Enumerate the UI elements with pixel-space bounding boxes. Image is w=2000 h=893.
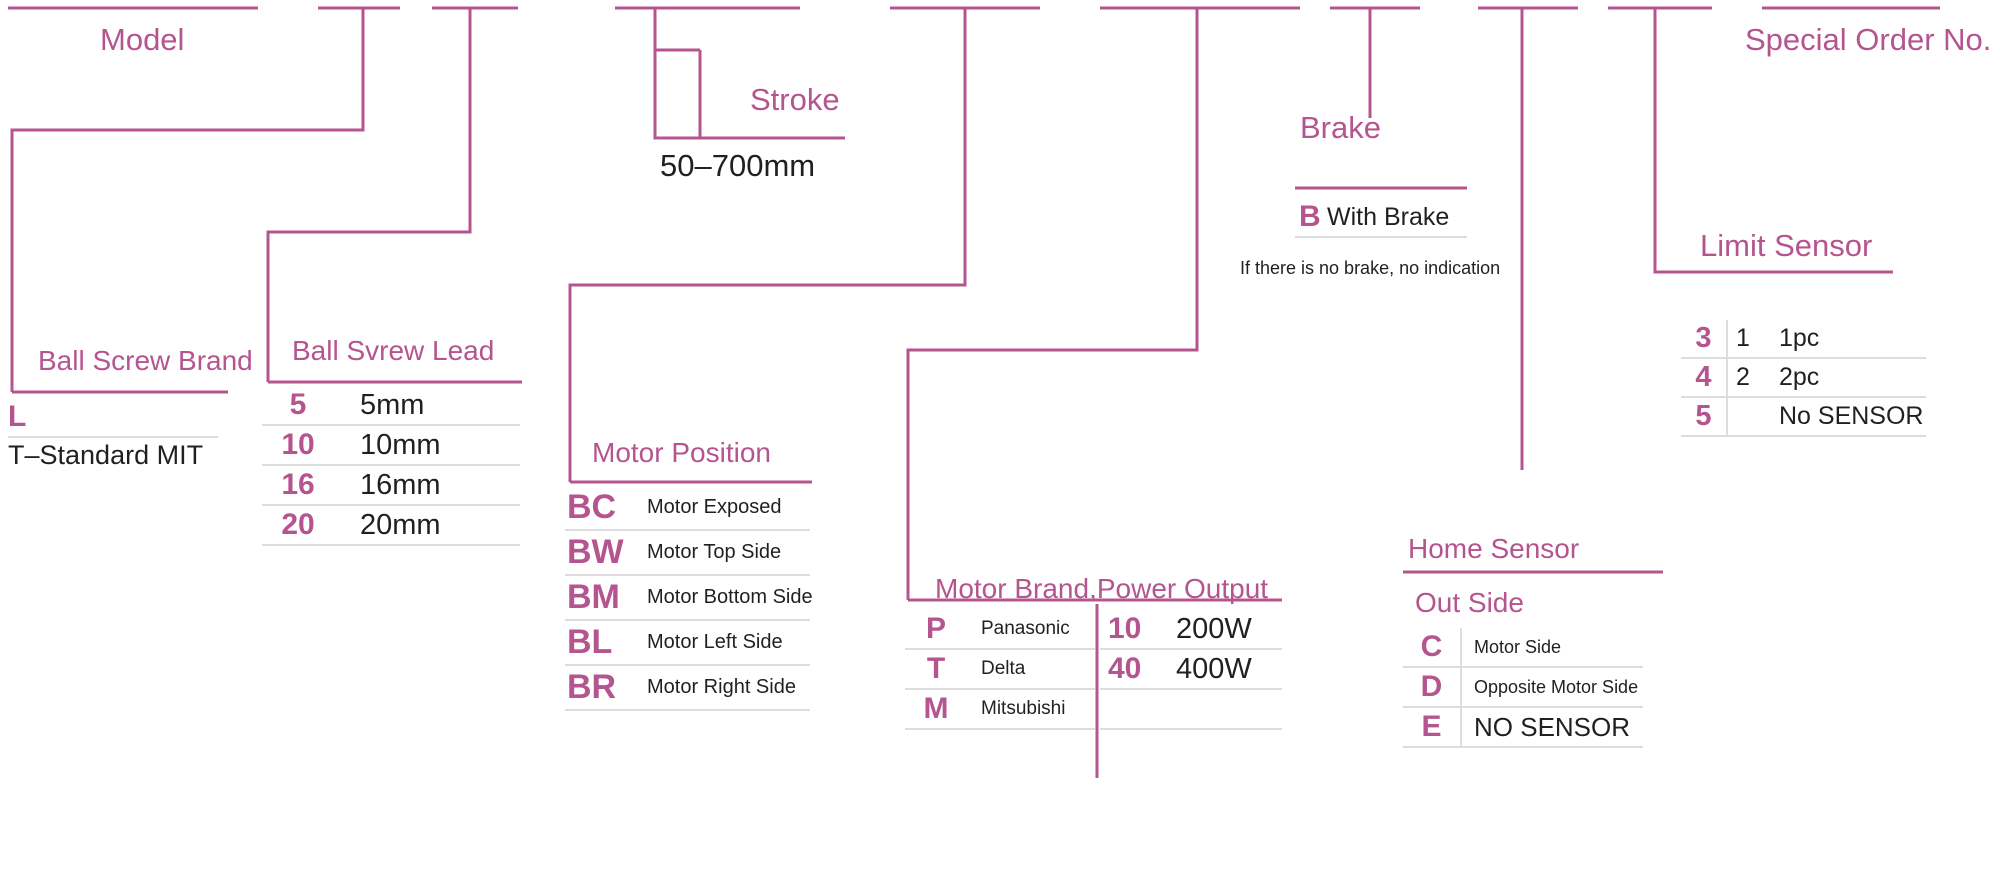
table-row[interactable]: P Panasonic [905,610,1095,650]
table-row[interactable]: T–Standard MIT [8,437,218,473]
cell-desc: Motor Exposed [643,486,810,531]
table-row[interactable]: B With Brake [1295,198,1467,238]
cell-desc: 20mm [334,505,520,546]
heading-limit-sensor: Limit Sensor [1700,228,1873,263]
table-row[interactable]: 10 10mm [262,425,520,466]
table-row[interactable]: T Delta [905,649,1095,690]
table-row[interactable]: L [8,398,218,438]
cell-desc: Motor Right Side [643,665,810,711]
cell-code: 20 [262,505,334,546]
table-row[interactable]: BR Motor Right Side [565,665,810,711]
table-row[interactable]: 4 2 2pc [1681,358,1926,398]
cell-desc: Motor Left Side [643,620,810,666]
cell-code: BL [565,620,643,666]
table-row[interactable]: D Opposite Motor Side [1403,667,1643,708]
table-row[interactable]: BC Motor Exposed [565,486,810,531]
cell-code: 40 [1100,649,1168,690]
cell-code: E [1403,707,1462,748]
heading-home-sensor: Home Sensor [1408,533,1580,564]
cell-desc: Motor Bottom Side [643,575,813,621]
heading-model: Model [100,22,185,57]
cell-qty: 2 [1727,358,1775,398]
cell-code: 5 [1681,397,1728,437]
cell-code: BC [565,486,643,531]
table-row[interactable]: C Motor Side [1403,628,1643,668]
heading-ball-screw-brand: Ball Screw Brand [38,345,253,376]
cell-desc: Mitsubishi [967,689,1095,730]
stroke-value: 50–700mm [660,148,816,183]
cell-code: 3 [1681,320,1728,359]
table-motor-position: BC Motor Exposed BW Motor Top Side BM Mo… [565,486,813,711]
brake-note: If there is no brake, no indication [1240,258,1501,278]
cell-desc: Motor Top Side [643,530,810,576]
cell-code: 5 [262,386,334,426]
cell-code: BR [565,665,643,711]
table-row[interactable]: 10 200W [1100,610,1282,650]
heading-motor-position: Motor Position [592,437,771,468]
table-power-output: 10 200W 40 400W [1100,610,1282,730]
cell-desc: 1pc [1775,320,1926,359]
cell-code: 16 [262,465,334,506]
table-row[interactable]: M Mitsubishi [905,689,1095,730]
cell-desc: 16mm [334,465,520,506]
table-limit-sensor: 3 1 1pc 4 2 2pc 5 No SENSOR [1681,320,1926,437]
table-motor-brand: P Panasonic T Delta M Mitsubishi [905,610,1095,730]
cell-code: 4 [1681,358,1728,398]
cell-code: C [1403,628,1462,668]
cell-desc: 400W [1168,649,1282,690]
cell-desc: No SENSOR [1775,397,1926,437]
heading-stroke: Stroke [750,82,840,117]
cell-desc: Panasonic [967,610,1095,650]
cell-desc: 200W [1168,610,1282,650]
table-row[interactable]: 20 20mm [262,505,520,546]
table-row[interactable]: 16 16mm [262,465,520,506]
table-ball-screw-lead: 5 5mm 10 10mm 16 16mm 20 20mm [262,386,520,546]
table-ball-screw-brand: L T–Standard MIT [8,398,218,473]
table-row[interactable] [1100,689,1282,730]
cell-code: L [8,398,218,438]
cell-code: 10 [262,425,334,466]
cell-qty [1727,397,1775,437]
table-row[interactable]: 5 5mm [262,386,520,426]
cell-desc: Opposite Motor Side [1461,667,1643,708]
table-row[interactable]: 3 1 1pc [1681,320,1926,359]
cell-code: BM [565,575,643,621]
cell-desc: 5mm [334,386,520,426]
table-row[interactable]: BW Motor Top Side [565,530,810,576]
cell-desc: T–Standard MIT [8,440,204,470]
cell-desc: Motor Side [1461,628,1643,668]
heading-ball-screw-lead: Ball Svrew Lead [292,335,495,366]
cell-desc: Delta [967,649,1095,690]
table-row[interactable]: E NO SENSOR [1403,707,1643,748]
table-row[interactable]: 40 400W [1100,649,1282,690]
heading-brake: Brake [1300,110,1381,145]
table-brake: B With Brake [1295,198,1467,238]
cell-code: P [905,610,967,650]
cell-code [1100,689,1168,730]
cell-qty: 1 [1727,320,1775,359]
cell-code: M [905,689,967,730]
cell-desc: 2pc [1775,358,1926,398]
table-row[interactable]: BL Motor Left Side [565,620,810,666]
cell-code: D [1403,667,1462,708]
table-row[interactable]: BM Motor Bottom Side [565,575,813,621]
heading-motor-brand-power: Motor Brand,Power Output [935,573,1269,604]
cell-code: T [905,649,967,690]
cell-code: BW [565,530,643,576]
table-home-sensor: C Motor Side D Opposite Motor Side E NO … [1403,628,1643,748]
cell-desc: With Brake [1321,198,1467,238]
cell-code: B [1295,198,1321,238]
cell-desc: NO SENSOR [1461,707,1643,748]
cell-desc [1168,689,1282,730]
table-row[interactable]: 5 No SENSOR [1681,397,1926,437]
heading-special-order-no: Special Order No. [1745,22,1992,57]
cell-code: 10 [1100,610,1168,650]
label-out-side: Out Side [1415,587,1524,618]
cell-desc: 10mm [334,425,520,466]
